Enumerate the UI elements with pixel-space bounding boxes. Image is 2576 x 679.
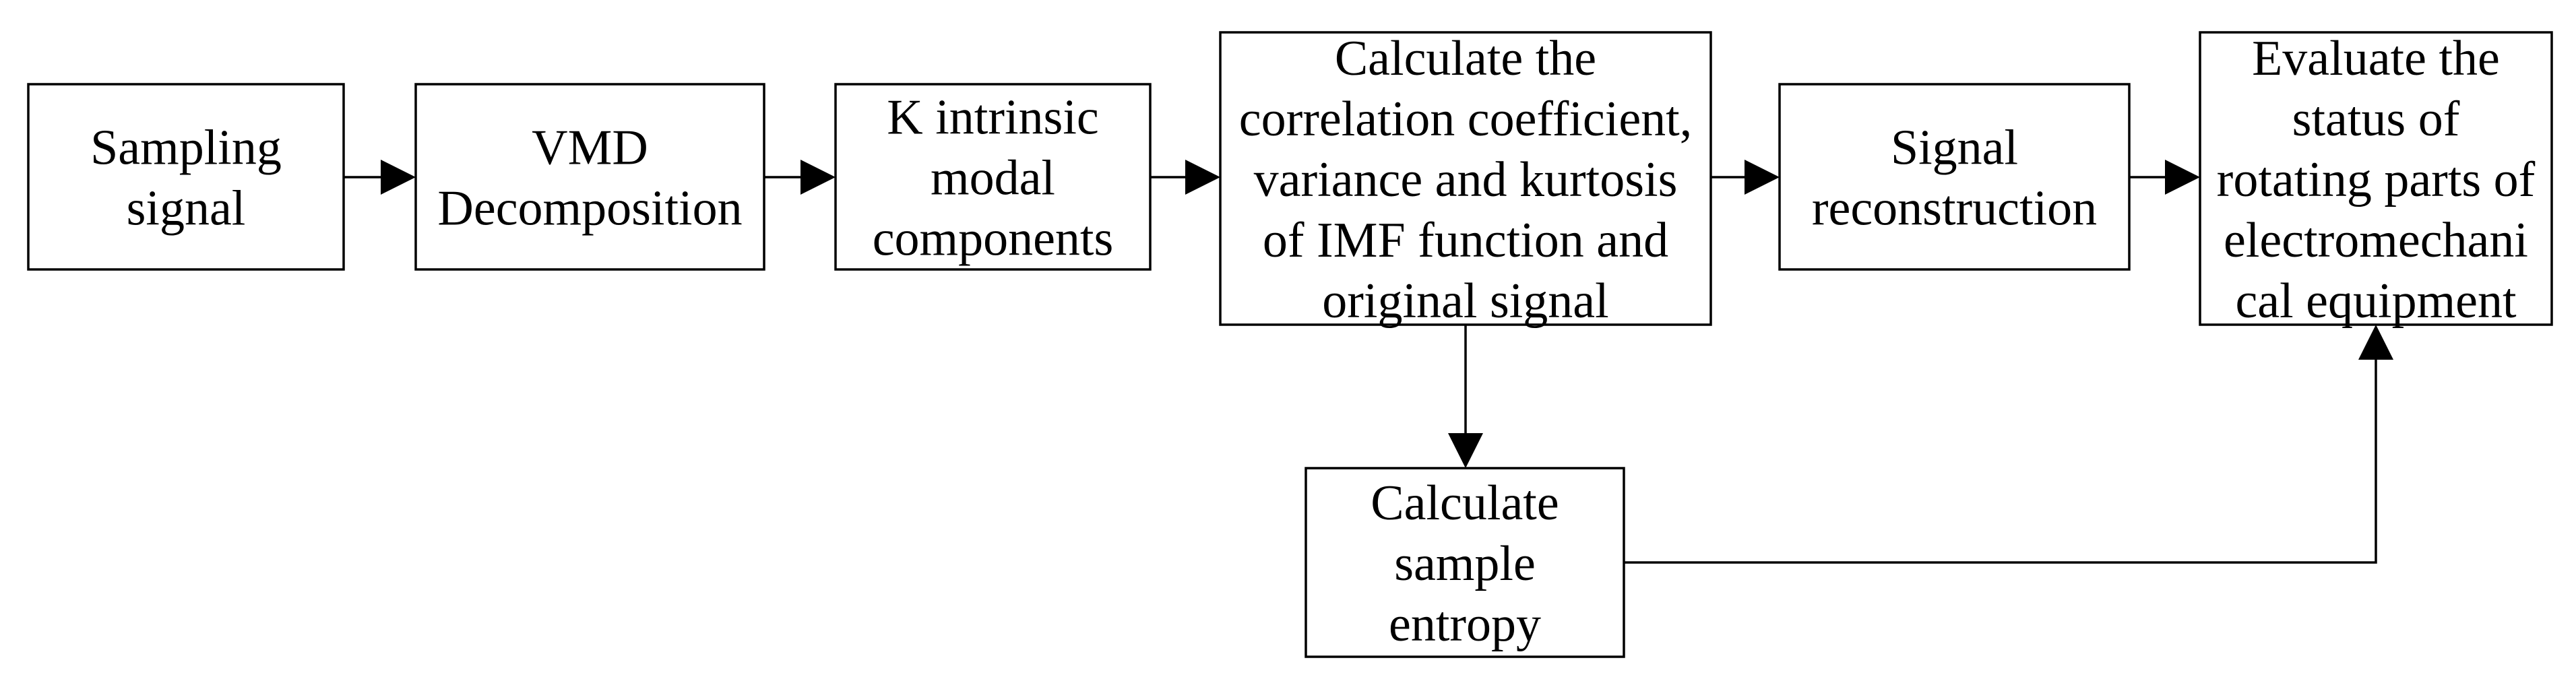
edge-sampling-to-vmd bbox=[344, 160, 416, 195]
node-sampling-box bbox=[27, 83, 345, 271]
node-calc-line: Calculate the bbox=[1335, 31, 1596, 86]
arrowhead bbox=[800, 160, 836, 195]
arrowhead bbox=[381, 160, 416, 195]
node-vmd-line: VMD bbox=[532, 121, 648, 176]
node-imf-line: modal bbox=[931, 151, 1055, 206]
node-evaluate-line: status of bbox=[2292, 92, 2460, 147]
edge-vmd-to-imf bbox=[764, 160, 836, 195]
node-evaluate-line: cal equipment bbox=[2235, 273, 2517, 329]
node-sampling-line: Sampling bbox=[90, 121, 282, 176]
node-calc-line: correlation coefficient, bbox=[1239, 92, 1693, 147]
node-recon-box bbox=[1778, 83, 2131, 271]
node-calc: Calculate the correlation coefficient,var… bbox=[1219, 31, 1712, 329]
edge-entropy-to-evaluate bbox=[1624, 325, 2393, 564]
node-sampling-line: signal bbox=[127, 181, 246, 236]
arrowhead bbox=[2165, 160, 2200, 195]
node-entropy-box bbox=[1305, 467, 1625, 658]
node-imf-line: K intrinsic bbox=[887, 90, 1098, 146]
arrowhead bbox=[1185, 160, 1220, 195]
edge-line bbox=[1624, 360, 2377, 564]
node-evaluate-line: rotating parts of bbox=[2217, 152, 2536, 207]
edge-calc-to-recon bbox=[1711, 160, 1780, 195]
edges-layer bbox=[344, 160, 2393, 564]
arrowhead bbox=[1448, 433, 1483, 468]
node-imf-line: components bbox=[873, 212, 1114, 267]
node-calc-line: of IMF function and bbox=[1263, 213, 1668, 268]
node-recon-line: reconstruction bbox=[1812, 181, 2097, 236]
edge-calc-to-entropy bbox=[1448, 325, 1483, 468]
node-calc-line: original signal bbox=[1322, 273, 1608, 329]
node-evaluate-line: electromechani bbox=[2224, 213, 2528, 268]
edge-imf-to-calc bbox=[1150, 160, 1220, 195]
node-vmd-line: Decomposition bbox=[437, 181, 742, 236]
arrowhead bbox=[2358, 325, 2393, 360]
node-calc-line: variance and kurtosis bbox=[1254, 152, 1678, 207]
node-evaluate-box bbox=[2199, 31, 2553, 326]
node-evaluate-line: Evaluate the bbox=[2252, 31, 2500, 86]
node-vmd-box bbox=[414, 83, 765, 271]
node-entropy-line: sample bbox=[1394, 536, 1536, 591]
edge-recon-to-evaluate bbox=[2129, 160, 2200, 195]
node-entropy-line: entropy bbox=[1389, 597, 1541, 652]
node-recon-line: Signal bbox=[1891, 121, 2018, 176]
node-entropy-line: Calculate bbox=[1371, 476, 1559, 531]
node-calc-box bbox=[1219, 31, 1712, 326]
arrowhead bbox=[1745, 160, 1780, 195]
node-imf-box bbox=[834, 83, 1152, 271]
node-calc-label: Calculate the correlation coefficient,var… bbox=[1239, 31, 1693, 329]
